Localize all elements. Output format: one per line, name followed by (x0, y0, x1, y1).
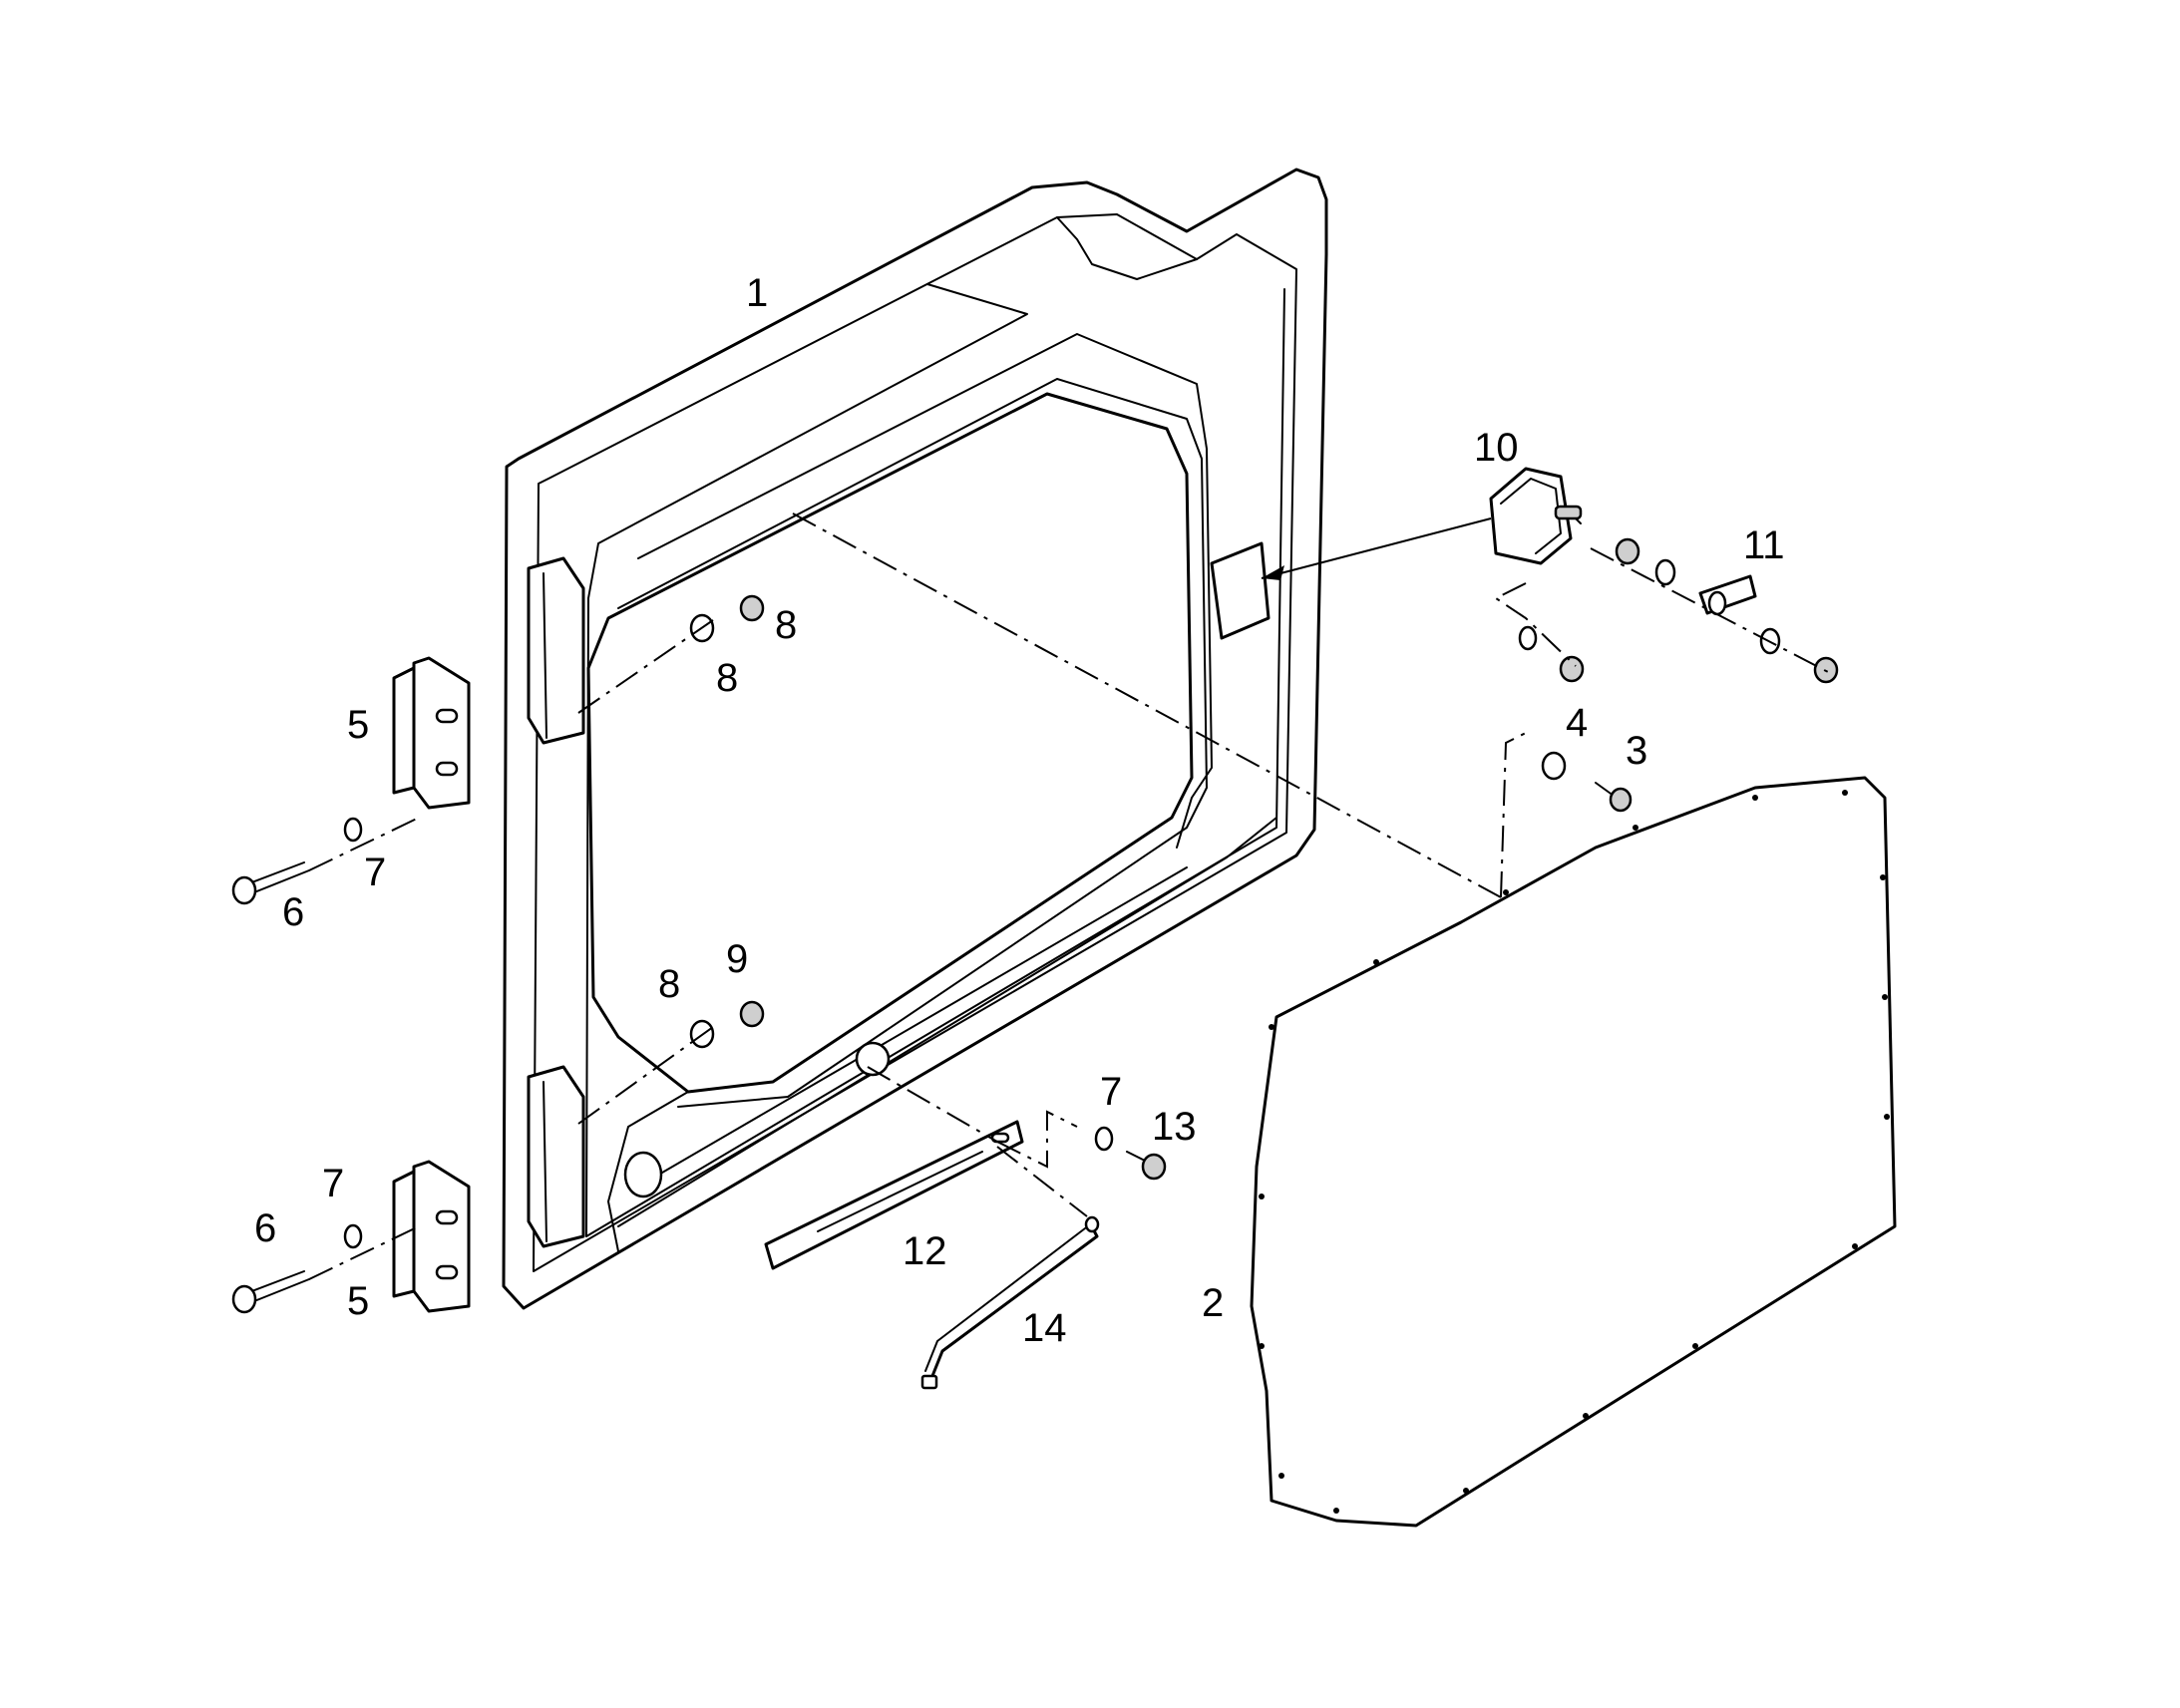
panel-part (1250, 776, 1897, 1528)
callout-12: 12 (903, 1229, 947, 1273)
hinge-upper-part (392, 656, 471, 810)
washer-part-4 (1541, 751, 1567, 781)
callout-7-upper: 7 (364, 851, 386, 894)
callout-4: 4 (1566, 701, 1588, 745)
bolt-lower-part (231, 1270, 310, 1314)
washer-lower-part (343, 1223, 363, 1249)
latch-hardware-part (1518, 537, 1839, 684)
callout-3: 3 (1626, 729, 1647, 773)
callout-8-top: 8 (716, 656, 738, 700)
callout-1: 1 (746, 271, 768, 315)
rod-part-14 (920, 1215, 1100, 1390)
screw-part-3 (1595, 782, 1633, 813)
callout-11: 11 (1743, 523, 1785, 567)
lock-assembly-part (1489, 467, 1583, 565)
callout-labels: 1 2 3 4 5 5 6 6 7 7 7 8 8 8 9 10 11 12 1… (254, 271, 1785, 1350)
door-frame-part (502, 168, 1328, 1310)
callout-5-upper: 5 (347, 703, 369, 747)
locator-arrow (1261, 517, 1492, 580)
callout-10: 10 (1474, 426, 1519, 470)
callout-7-bracket: 7 (1100, 1070, 1122, 1114)
bolt-part-13 (1126, 1151, 1167, 1181)
callout-6-lower: 6 (254, 1206, 276, 1250)
callout-8-top-right: 8 (775, 603, 797, 647)
callout-6-upper: 6 (282, 890, 304, 934)
washer-bracket-part (1094, 1126, 1114, 1152)
strap-bracket-part (764, 1120, 1024, 1270)
nut-bottom-part (739, 1000, 765, 1028)
callout-2: 2 (1202, 1281, 1224, 1325)
callout-14: 14 (1022, 1306, 1067, 1350)
callout-8-bottom: 8 (658, 962, 680, 1006)
callout-13: 13 (1152, 1105, 1197, 1149)
hinge-lower-part (392, 1160, 471, 1313)
bolt-upper-part (231, 861, 310, 905)
nut-top-part (739, 594, 765, 622)
washer-upper-part (343, 817, 363, 843)
leader-lines (308, 512, 1831, 1280)
callout-5-lower: 5 (347, 1279, 369, 1323)
callout-7-lower: 7 (322, 1162, 344, 1205)
callout-9: 9 (726, 937, 748, 981)
